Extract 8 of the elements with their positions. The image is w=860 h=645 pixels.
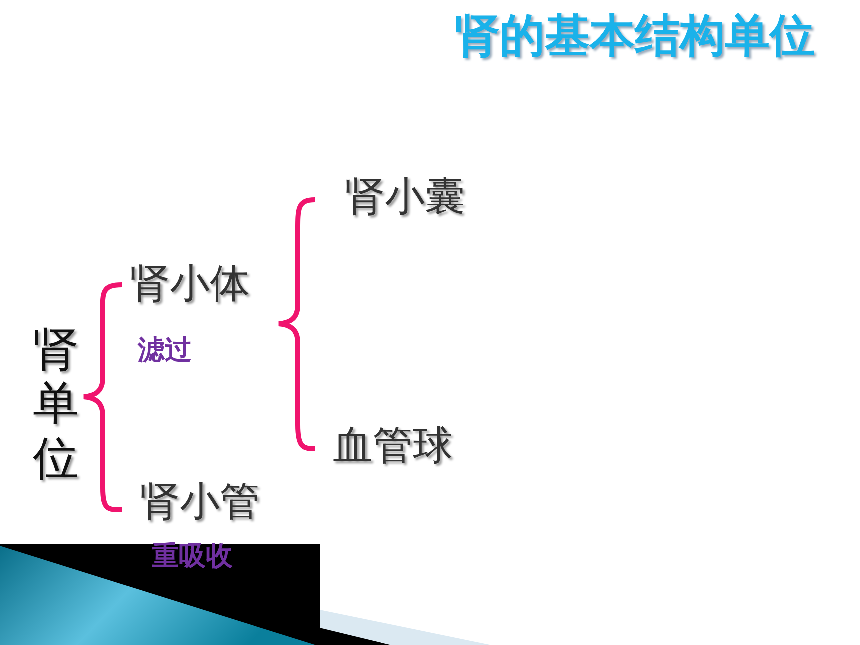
term-label: 肾小囊 xyxy=(345,175,465,219)
term-label: 血管球 xyxy=(333,424,453,468)
term-label: 肾单位 xyxy=(33,322,79,485)
term-label: 肾小体 xyxy=(130,262,250,306)
slide-title: 肾的基本结构单位 xyxy=(455,8,815,64)
function-note: 重吸收 xyxy=(152,542,233,572)
term-label: 肾小管 xyxy=(140,480,260,524)
function-note: 滤过 xyxy=(138,336,192,366)
